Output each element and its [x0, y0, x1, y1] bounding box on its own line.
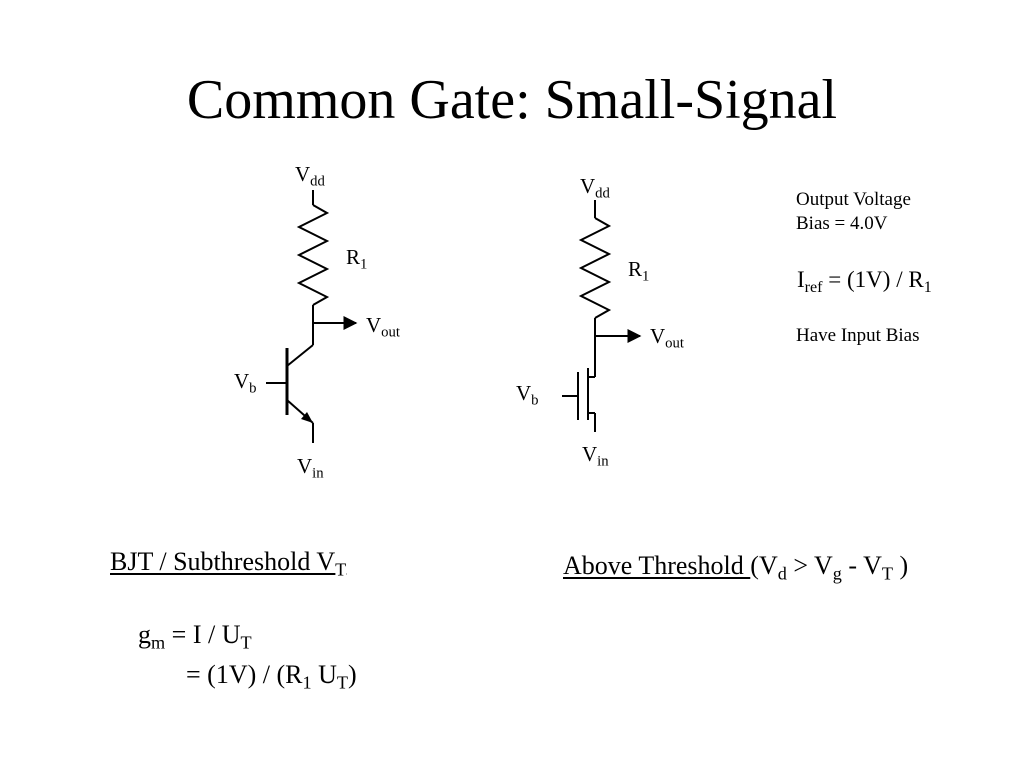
mos-vdd-label: Vdd — [580, 174, 610, 202]
mos-vout-label: Vout — [650, 324, 684, 352]
mos-r1-label: R1 — [628, 257, 650, 285]
gm-equation-line2: = (1V) / (R1 UT) — [186, 660, 357, 693]
mos-circuit — [562, 200, 642, 432]
bjt-vin-label: Vin — [297, 454, 324, 482]
mos-vin-label: Vin — [582, 442, 609, 470]
bjt-heading: BJT / Subthreshold VT — [110, 547, 347, 580]
mos-resistor-r1 — [578, 217, 612, 319]
bjt-vout-label: Vout — [366, 313, 400, 341]
gm-equation: gm = I / UT — [138, 620, 252, 653]
bjt-emitter-arrow — [301, 412, 313, 423]
bjt-vdd-label: Vdd — [295, 162, 325, 190]
mos-vb-label: Vb — [516, 381, 539, 409]
bjt-collector-lead — [286, 344, 314, 367]
bjt-r1-label: R1 — [346, 245, 368, 273]
output-bias-line2: Bias = 4.0V — [796, 212, 888, 234]
above-threshold-heading: Above Threshold (Vd > Vg - VT ) — [563, 551, 909, 584]
iref-equation: Iref = (1V) / R1 — [797, 267, 932, 296]
bjt-vb-label: Vb — [234, 369, 257, 397]
bjt-resistor-r1 — [296, 204, 330, 306]
input-bias-note: Have Input Bias — [796, 325, 920, 346]
slide-title: Common Gate: Small-Signal — [186, 69, 838, 131]
output-bias-note: Output Voltage Bias = 4.0V — [796, 188, 911, 236]
bjt-circuit — [266, 190, 358, 443]
output-bias-line1: Output Voltage — [796, 189, 911, 210]
